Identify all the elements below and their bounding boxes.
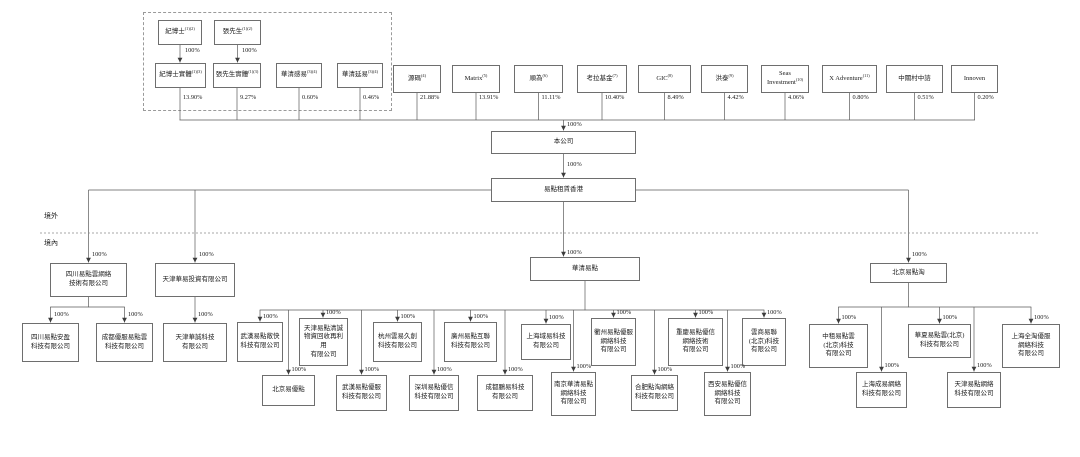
org-node-tianjin-huacheng: 天津華誠科技 有限公司 (163, 323, 227, 362)
ownership-label: 100% (199, 251, 214, 258)
ownership-label: 100% (437, 366, 452, 373)
org-node-innoven: Innoven (951, 65, 998, 93)
org-node-tianjin-qingcheng: 天津易點清誠 物資回收再利用 有限公司 (299, 318, 348, 366)
org-node-wuhan-youfu: 武漢易點優服 科技有限公司 (336, 375, 387, 411)
org-node-edian-leasing-hk: 易點租賃香港 (491, 178, 636, 202)
shareholding-pct: 0.51% (917, 94, 934, 101)
ownership-label: 100% (364, 366, 380, 373)
shareholding-pct: 9.27% (240, 94, 257, 101)
org-node-hangzhou-jiuchuang: 杭州雲易久創 科技有限公司 (373, 322, 422, 362)
org-node-huaxia-edianyun: 華夏易點雲(北京) 科技有限公司 (908, 324, 971, 358)
shareholding-pct: 0.46% (363, 94, 380, 101)
org-node-wuhan-changkuai: 武漢易點敞快 科技有限公司 (237, 322, 283, 362)
shareholding-pct: 0.80% (852, 94, 869, 101)
ownership-label: 100% (400, 313, 416, 320)
founder-group-outline (143, 12, 392, 111)
ownership-label: 100% (54, 311, 69, 318)
org-node-hefei-diantao: 合肥點淘網絡 科技有限公司 (631, 375, 678, 411)
shareholding-pct: 21.88% (420, 94, 440, 101)
shareholding-pct: 4.42% (727, 94, 744, 101)
ownership-label: 100% (841, 314, 857, 321)
org-node-beijing-ediantao: 北京易點淘 (870, 263, 947, 283)
org-node-beijing-yiyoudian: 北京易優點 (262, 375, 315, 406)
ownership-label: 100% (508, 366, 523, 373)
ownership-label: 100% (567, 249, 582, 256)
org-node-yunshang-yilian: 雲商易聯 (北京)科技 有限公司 (742, 318, 786, 366)
ownership-label: 100% (198, 311, 213, 318)
ownership-label: 100% (549, 314, 564, 321)
org-node-hongtai: 洪泰(9) (701, 65, 748, 93)
org-node-shenzhen-youxin: 深圳易點優信 科技有限公司 (409, 375, 459, 411)
ownership-label: 100% (730, 363, 746, 370)
org-node-huaqing-ganyi: 華清感易(3)(4) (276, 63, 322, 88)
org-node-ji-entity: 紀博士實體(1)(3) (155, 63, 206, 88)
org-node-chengdu-pengyi: 成都鵬易科技 有限公司 (477, 375, 533, 411)
shareholding-pct: 8.49% (667, 94, 684, 101)
ownership-label: 100% (473, 313, 489, 320)
org-node-xian-youxin: 西安易點優信 網絡科技 有限公司 (704, 372, 751, 416)
ownership-label: 100% (291, 366, 307, 373)
org-node-huaqing-yanyi: 華清延易(3)(4) (337, 63, 383, 88)
ownership-label: 100% (576, 363, 592, 370)
ownership-label: 100% (698, 309, 714, 316)
ownership-label: 100% (567, 121, 582, 128)
org-node-gic: GIC(8) (638, 65, 691, 93)
org-node-quzhou-youfu: 衢州易點優服 網絡科技 有限公司 (591, 318, 636, 366)
org-node-company: 本公司 (491, 131, 636, 154)
org-node-zhang-entity: 張先生實體(1)(3) (213, 63, 261, 88)
org-node-shunwei: 順為(6) (514, 65, 563, 93)
ownership-label: 100% (128, 311, 143, 318)
ownership-label: 100% (616, 309, 632, 316)
org-node-ji-doctor: 紀博士(1)(2) (158, 20, 202, 45)
ownership-label: 100% (263, 313, 278, 320)
org-node-shanghai-yuyi: 上海域易科技 有限公司 (521, 324, 571, 360)
org-node-zhongzu-edianyun: 中租易點雲 (北京)科技 有限公司 (809, 324, 868, 368)
org-node-tianjin-huayi: 天津華易投資有限公司 (155, 263, 235, 297)
org-node-seas-investment: Seas Investment(10) (761, 65, 809, 93)
org-node-matrix: Matrix(5) (452, 65, 500, 93)
org-node-koala-fund: 考拉基金(7) (577, 65, 627, 93)
org-node-tianjin-edian: 天津易點網絡 科技有限公司 (947, 372, 1001, 408)
ownership-label: 100% (242, 47, 257, 54)
shareholding-pct: 0.60% (302, 94, 319, 101)
org-node-yuanma: 源碼(4) (393, 65, 441, 93)
ownership-label: 100% (912, 251, 927, 258)
ownership-label: 100% (942, 314, 958, 321)
shareholding-pct: 13.90% (183, 94, 203, 101)
ownership-label: 100% (977, 362, 992, 369)
org-node-zgc-zhongzi: 中關村中諮 (886, 65, 943, 93)
ownership-label: 100% (884, 362, 900, 369)
ownership-label: 100% (92, 251, 107, 258)
region-label-onshore: 境內 (44, 239, 58, 247)
org-node-shanghai-chengyi: 上海成易網絡 科技有限公司 (856, 372, 907, 408)
ownership-label: 100% (326, 309, 341, 316)
shareholding-pct: 4.06% (788, 94, 805, 101)
ownership-label: 100% (185, 47, 200, 54)
org-node-chengdu-youfu: 成都優服易點雲 科技有限公司 (96, 323, 153, 362)
shareholding-pct: 13.91% (479, 94, 499, 101)
region-label-offshore: 境外 (44, 212, 58, 220)
org-node-chongqing-youxin: 重慶易點優信 網絡技術 有限公司 (668, 318, 723, 366)
ownership-label: 100% (567, 161, 582, 168)
ownership-label: 100% (1034, 314, 1049, 321)
org-node-x-adventure: X Adventure(11) (822, 65, 877, 93)
shareholding-pct: 0.20% (977, 94, 994, 101)
org-node-guangzhou-hulian: 廣州易點互聯 科技有限公司 (444, 322, 497, 362)
shareholding-pct: 10.40% (605, 94, 625, 101)
ownership-label: 100% (767, 309, 782, 316)
org-node-sichuan-edianyun: 四川易點雲網絡 技術有限公司 (50, 263, 127, 297)
org-node-huaqing-edian: 華清易點 (530, 257, 640, 281)
shareholding-pct: 11.11% (541, 94, 561, 101)
org-node-zhang-mr: 張先生(1)(2) (214, 20, 261, 45)
org-node-nanjing-huaqing: 南京華清易點 網絡科技 有限公司 (551, 372, 596, 416)
org-node-shanghai-quantao: 上海全淘優服 網絡科技 有限公司 (1002, 324, 1060, 368)
org-node-sichuan-anying: 四川易點安盈 科技有限公司 (22, 323, 79, 362)
ownership-label: 100% (657, 366, 673, 373)
